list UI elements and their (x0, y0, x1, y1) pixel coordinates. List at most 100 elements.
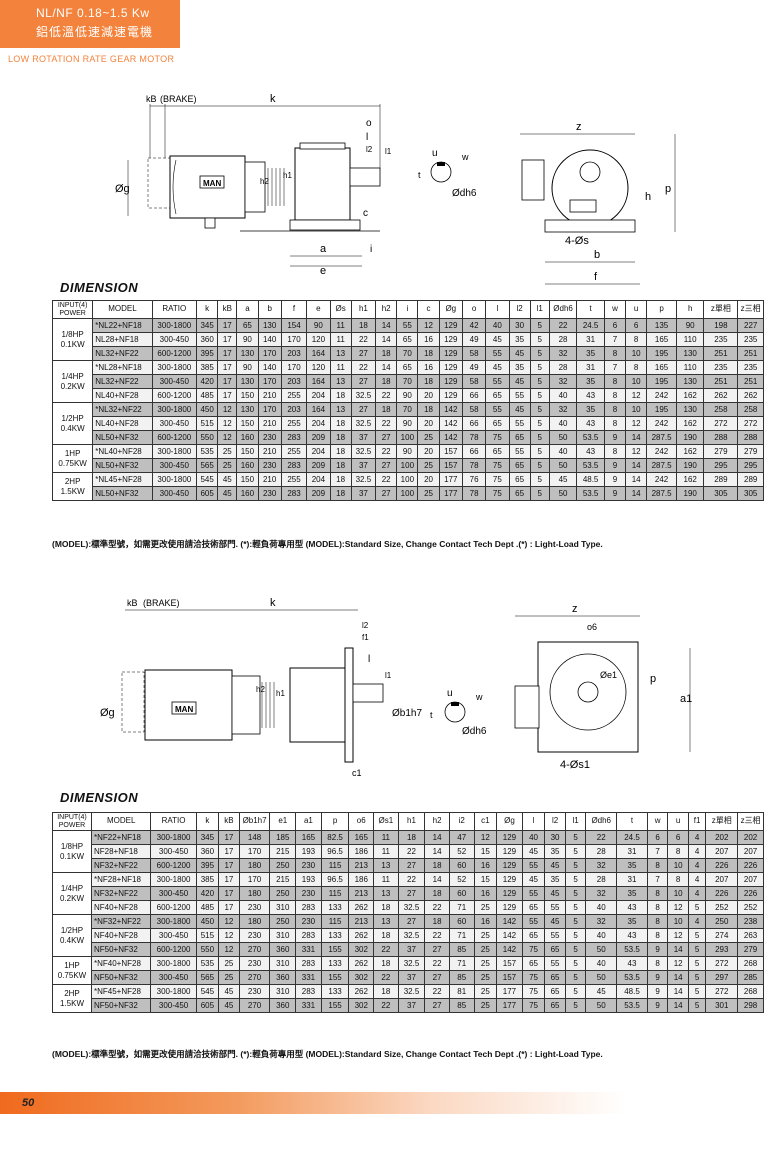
value-cell: 17 (217, 374, 238, 389)
value-cell: 40 (548, 444, 578, 459)
value-cell: 90 (396, 444, 419, 459)
value-cell: 165 (295, 830, 322, 845)
value-cell: 12 (667, 928, 689, 943)
value-cell: 162 (675, 472, 705, 487)
value-cell: 4 (687, 886, 707, 901)
value-cell: 17 (217, 332, 238, 347)
value-cell: 25 (473, 970, 498, 985)
model-cell: *NL32+NF22 (92, 402, 153, 417)
value-cell: 305 (703, 486, 739, 501)
dim2-kb-brake: (BRAKE) (143, 598, 180, 608)
value-cell: 32 (585, 858, 618, 873)
dim2-h2: h2 (256, 685, 265, 694)
value-cell: 8 (625, 332, 648, 347)
value-cell: 55 (544, 900, 566, 915)
value-cell: 75 (485, 430, 510, 445)
value-cell: 32 (548, 346, 578, 361)
value-cell: 12 (217, 430, 238, 445)
value-cell: 12 (667, 900, 689, 915)
value-cell: 142 (438, 402, 463, 417)
value-cell: 53.5 (616, 942, 648, 957)
value-cell: 157 (496, 956, 523, 971)
dim-h: h (645, 191, 651, 203)
model-cell: *NF32+NF22 (90, 914, 152, 929)
value-cell: 25 (473, 984, 498, 999)
value-cell: 300-1800 (150, 914, 197, 929)
value-cell: 85 (448, 998, 475, 1013)
value-cell: 235 (703, 360, 739, 375)
column-header: k (196, 300, 219, 319)
dim2-f1: f1 (362, 633, 369, 642)
value-cell: 6 (603, 318, 627, 333)
value-cell: 155 (320, 942, 350, 957)
value-cell: 90 (396, 388, 419, 403)
value-cell: 177 (438, 472, 463, 487)
value-cell: 420 (195, 886, 220, 901)
value-cell: 16 (473, 914, 498, 929)
value-cell: 14 (424, 830, 450, 845)
value-cell: 35 (508, 332, 531, 347)
value-cell: 49 (461, 332, 487, 347)
value-cell: 25 (473, 956, 498, 971)
value-cell: 8 (603, 402, 627, 417)
value-cell: 207 (737, 844, 764, 859)
value-cell: 18 (329, 458, 352, 473)
value-cell: 262 (348, 984, 375, 999)
value-cell: 27 (375, 486, 398, 501)
column-header: e1 (269, 812, 297, 831)
model-cell: NL40+NF28 (92, 388, 153, 403)
value-cell: 287.5 (646, 458, 677, 473)
value-cell: 204 (306, 416, 331, 431)
value-cell: 215 (269, 844, 297, 859)
column-header: MODEL (92, 300, 153, 319)
value-cell: 130 (236, 374, 259, 389)
value-cell: 18 (424, 886, 450, 901)
dim-h2: h2 (260, 177, 269, 186)
value-cell: 258 (737, 402, 764, 417)
value-cell: 195 (646, 402, 677, 417)
value-cell: 20 (417, 444, 440, 459)
value-cell: 535 (195, 956, 220, 971)
model-cell: *NL45+NF28 (92, 472, 153, 487)
value-cell: 30 (544, 830, 566, 845)
value-cell: 300-450 (151, 416, 198, 431)
value-cell: 17 (218, 886, 240, 901)
value-cell: 55 (508, 388, 531, 403)
column-header: u (625, 300, 648, 319)
value-cell: 209 (306, 430, 331, 445)
value-cell: 22 (350, 360, 377, 375)
logo-text: MAN (203, 179, 221, 188)
column-header: h2 (424, 812, 450, 831)
value-cell: 18 (424, 914, 450, 929)
value-cell: 66 (461, 444, 487, 459)
value-cell: 360 (269, 970, 297, 985)
value-cell: 5 (529, 332, 550, 347)
value-cell: 226 (737, 886, 764, 901)
value-cell: 16 (473, 858, 498, 873)
value-cell: 90 (236, 360, 259, 375)
value-cell: 170 (280, 332, 308, 347)
value-cell: 37 (397, 942, 426, 957)
value-cell: 5 (564, 886, 587, 901)
value-cell: 65 (544, 942, 566, 957)
value-cell: 24.5 (616, 830, 648, 845)
value-cell: 207 (705, 844, 739, 859)
value-cell: 55 (508, 444, 531, 459)
value-cell: 65 (521, 956, 546, 971)
value-cell: 82.5 (320, 830, 350, 845)
value-cell: 17 (218, 858, 240, 873)
value-cell: 50 (585, 970, 618, 985)
value-cell: 13 (373, 858, 399, 873)
value-cell: 550 (195, 942, 220, 957)
value-cell: 251 (737, 374, 764, 389)
value-cell: 20 (417, 416, 440, 431)
value-cell: 13 (329, 374, 352, 389)
value-cell: 164 (306, 402, 331, 417)
value-cell: 300-450 (150, 928, 197, 943)
value-cell: 300-450 (151, 374, 198, 389)
value-cell: 203 (280, 402, 308, 417)
value-cell: 283 (280, 430, 308, 445)
value-cell: 302 (348, 970, 375, 985)
value-cell: 170 (238, 872, 271, 887)
